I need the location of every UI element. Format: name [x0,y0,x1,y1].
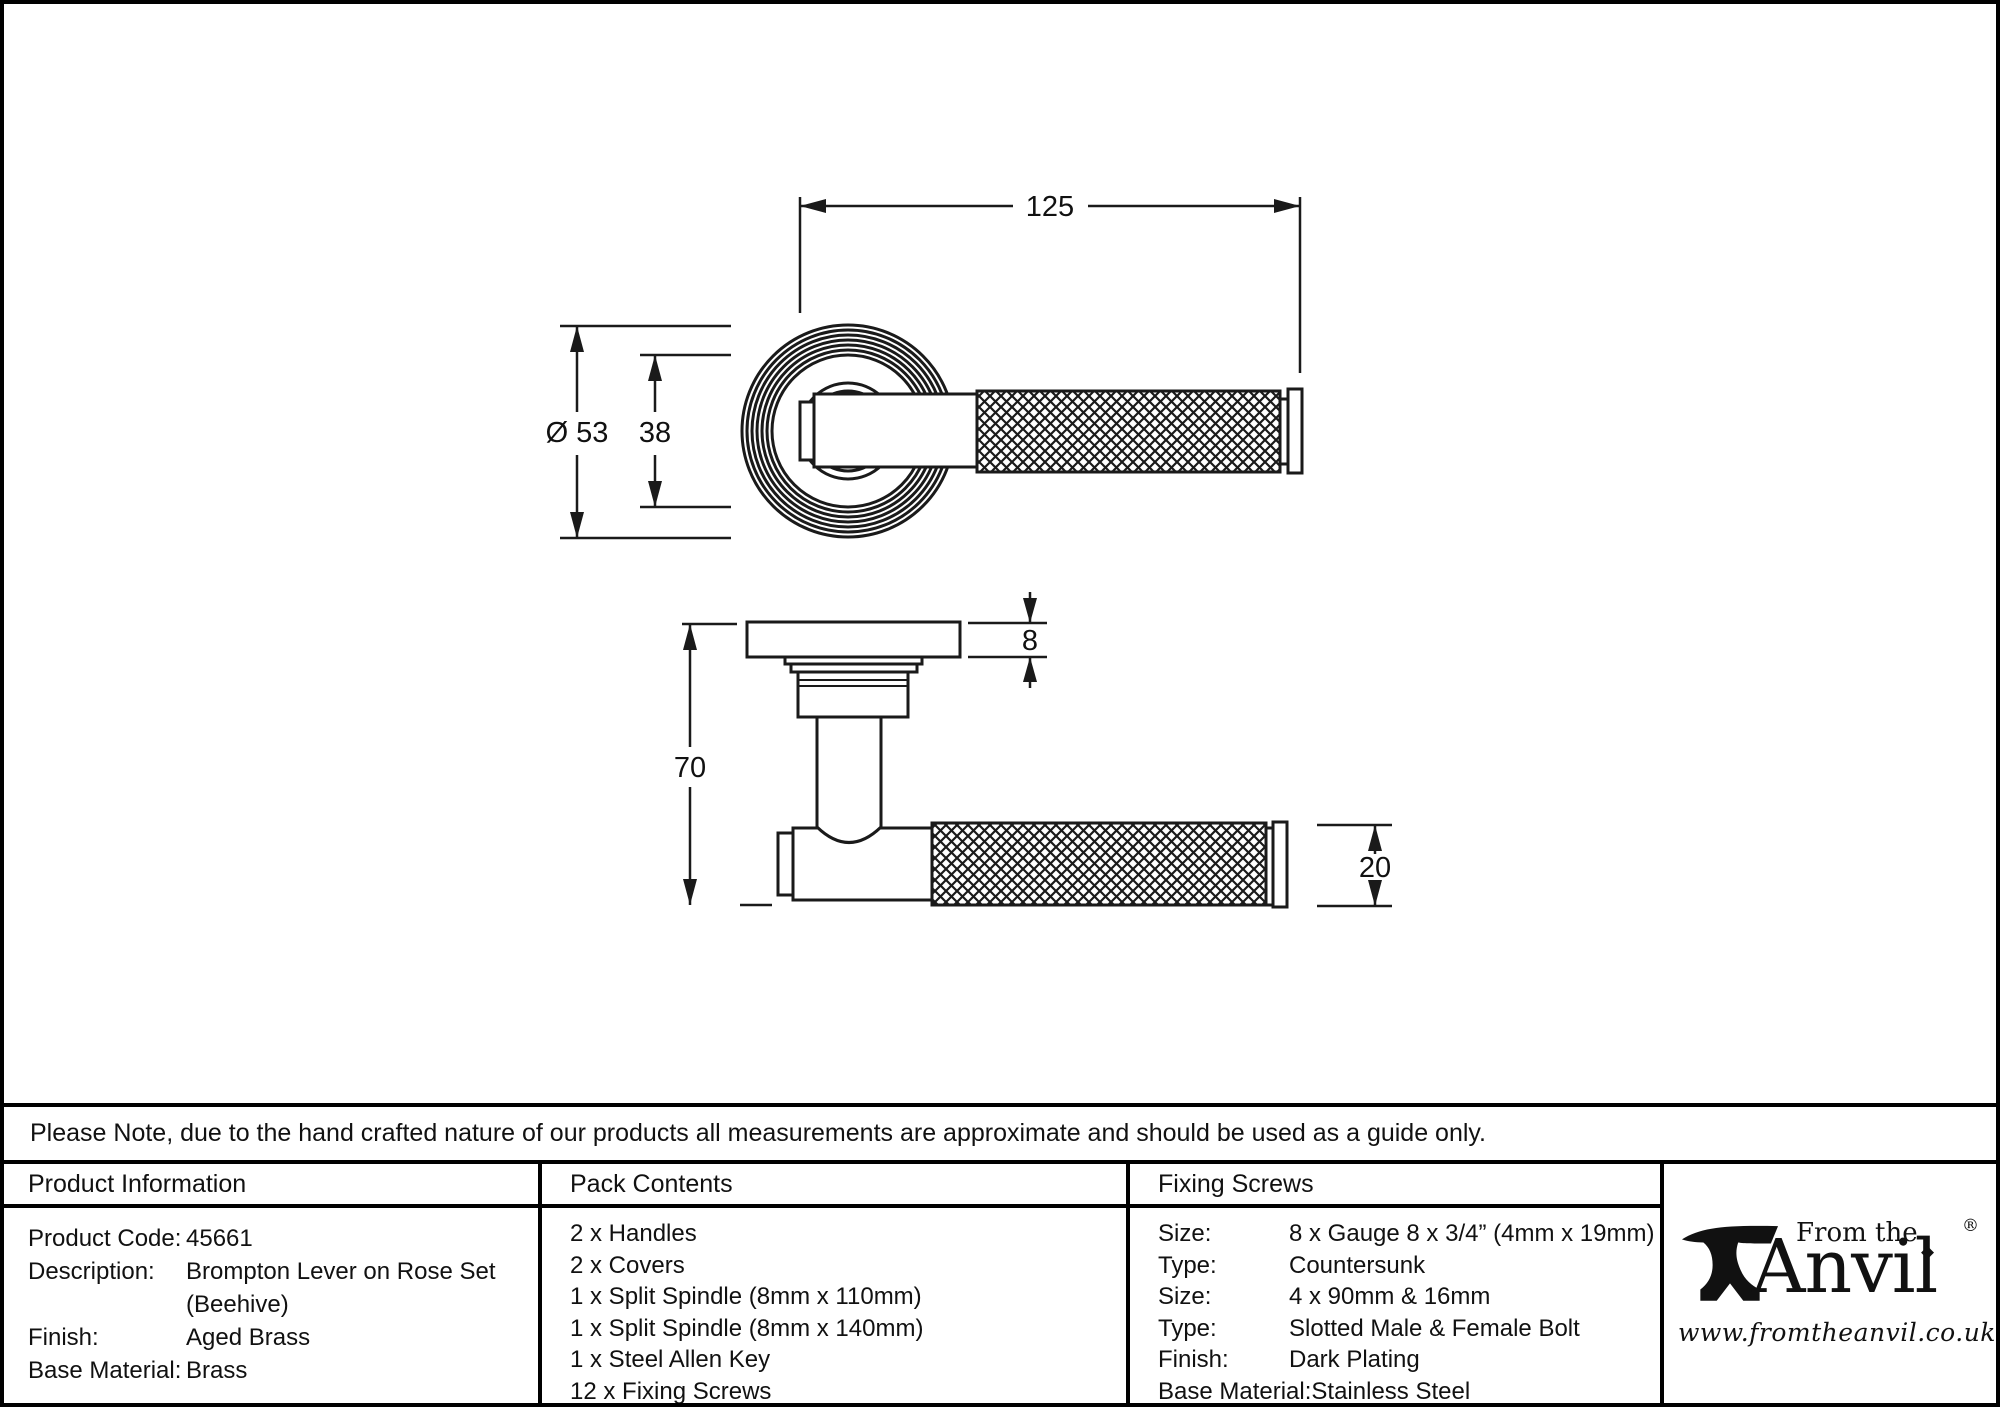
row-value: (Beehive) [186,1291,289,1318]
side-lever-knurled-grip [930,821,1268,907]
dim-projection-label: 70 [674,752,706,784]
side-rose-collar [796,670,910,719]
table-row: Size: 8 x Gauge 8 x 3/4” (4mm x 19mm) [1158,1218,1654,1250]
table-row: (Beehive) [28,1288,528,1321]
row-value: 4 x 90mm & 16mm [1289,1283,1491,1311]
row-label: Finish: [1158,1346,1229,1374]
dimension-lever-height: 20 [1317,823,1392,908]
row-label: Base Material: [28,1357,182,1384]
fixing-screws-cell: Fixing Screws Size: 8 x Gauge 8 x 3/4” (… [1126,1164,1660,1405]
row-label: Type: [1158,1251,1217,1279]
side-view-rose [745,620,962,719]
pack-contents-cell: Pack Contents 2 x Handles 2 x Covers 1 x… [538,1164,1126,1405]
row-value: Slotted Male & Female Bolt [1289,1314,1580,1342]
brand-logo: From the Anvil ◆ ® www.fromtheanvil.co.u… [1660,1164,2000,1403]
table-row: Description: Brompton Lever on Rose Set [28,1255,528,1288]
brand-name: Anvil [1752,1224,1938,1310]
row-value: Stainless Steel [1311,1377,1471,1405]
row-value: Dark Plating [1289,1346,1420,1374]
list-item: 2 x Covers [570,1251,685,1279]
dim-lever-height-label: 20 [1359,852,1391,884]
list-item: 2 x Handles [570,1220,697,1247]
row-value: Aged Brass [186,1324,311,1351]
table-row: Type: Slotted Male & Female Bolt [1158,1313,1650,1345]
brand-website: www.fromtheanvil.co.uk [1678,1318,1996,1347]
row-label: Finish: [28,1324,99,1351]
dimension-plate-thickness: 8 [968,592,1047,688]
table-row: Type: Countersunk [1158,1250,1650,1282]
technical-drawing: 125 Ø 53 38 [546,191,1392,909]
dimension-rose-diameter: Ø 53 [546,324,731,540]
row-value: 8 x Gauge 8 x 3/4” (4mm x 19mm) [1289,1220,1655,1247]
side-lever-neck [815,717,883,844]
table-row: Base Material: Stainless Steel [1158,1376,1650,1408]
table-row: Finish: Aged Brass [28,1321,528,1354]
side-rose-plate [745,620,962,659]
fixing-screws-header: Fixing Screws [1130,1164,1660,1208]
row-label: Type: [1158,1314,1217,1342]
dim-inner-circle-label: 38 [639,417,671,449]
disclaimer-text: Please Note, due to the hand crafted nat… [30,1119,1487,1147]
plan-lever-collar [798,400,816,462]
list-item: 12 x Fixing Screws [570,1377,772,1405]
list-item: 1 x Steel Allen Key [570,1346,771,1374]
dimension-length: 125 [798,191,1302,373]
side-lever-end-cap [1271,820,1289,909]
product-information-cell: Product Information Product Code: 45661 … [0,1164,538,1403]
row-label: Description: [28,1258,155,1285]
row-value: 45661 [186,1225,253,1252]
table-row: Size: 4 x 90mm & 16mm [1158,1281,1650,1313]
plan-lever-knurled-grip [975,389,1282,474]
list-item: 1 x Split Spindle (8mm x 110mm) [570,1283,922,1311]
row-label [28,1288,186,1321]
table-row: Base Material: Brass [28,1354,528,1387]
row-label: Product Code: [28,1225,182,1252]
dim-rose-diameter-label: Ø 53 [546,417,609,449]
brand-cell [1660,1164,2000,1403]
anvil-icon [1681,1225,1779,1301]
registered-trademark-icon: ® [1962,1216,1979,1236]
table-row: Product Code: 45661 [28,1222,528,1255]
spec-table: Product Information Product Code: 45661 … [0,1164,2000,1405]
side-lever-body [791,826,934,902]
diamond-icon: ◆ [1921,1242,1935,1261]
table-row: Finish: Dark Plating [1158,1344,1650,1376]
dim-plate-thickness-label: 8 [1022,625,1038,657]
dimension-projection: 70 [674,622,772,907]
row-value: Brompton Lever on Rose Set [186,1258,496,1285]
row-label: Size: [1158,1220,1212,1247]
side-lever-left-cap [776,831,795,897]
dimension-inner-circle: 38 [639,353,731,509]
row-value: Brass [186,1357,248,1384]
row-label: Size: [1158,1283,1212,1311]
dim-length-label: 125 [1026,191,1074,223]
disclaimer-note: Please Note, due to the hand crafted nat… [0,1103,2000,1164]
row-label: Base Material: [1158,1377,1312,1405]
plan-lever-neck [812,392,979,469]
product-information-header: Product Information [0,1164,538,1208]
brand-tagline: From the [1796,1218,1918,1248]
pack-contents-header: Pack Contents [542,1164,1126,1208]
list-item: 1 x Split Spindle (8mm x 140mm) [570,1314,924,1342]
plan-lever-end-cap [1286,387,1304,475]
side-view-lever [776,717,1289,909]
plan-view-lever [798,387,1304,475]
row-value: Countersunk [1289,1251,1426,1279]
